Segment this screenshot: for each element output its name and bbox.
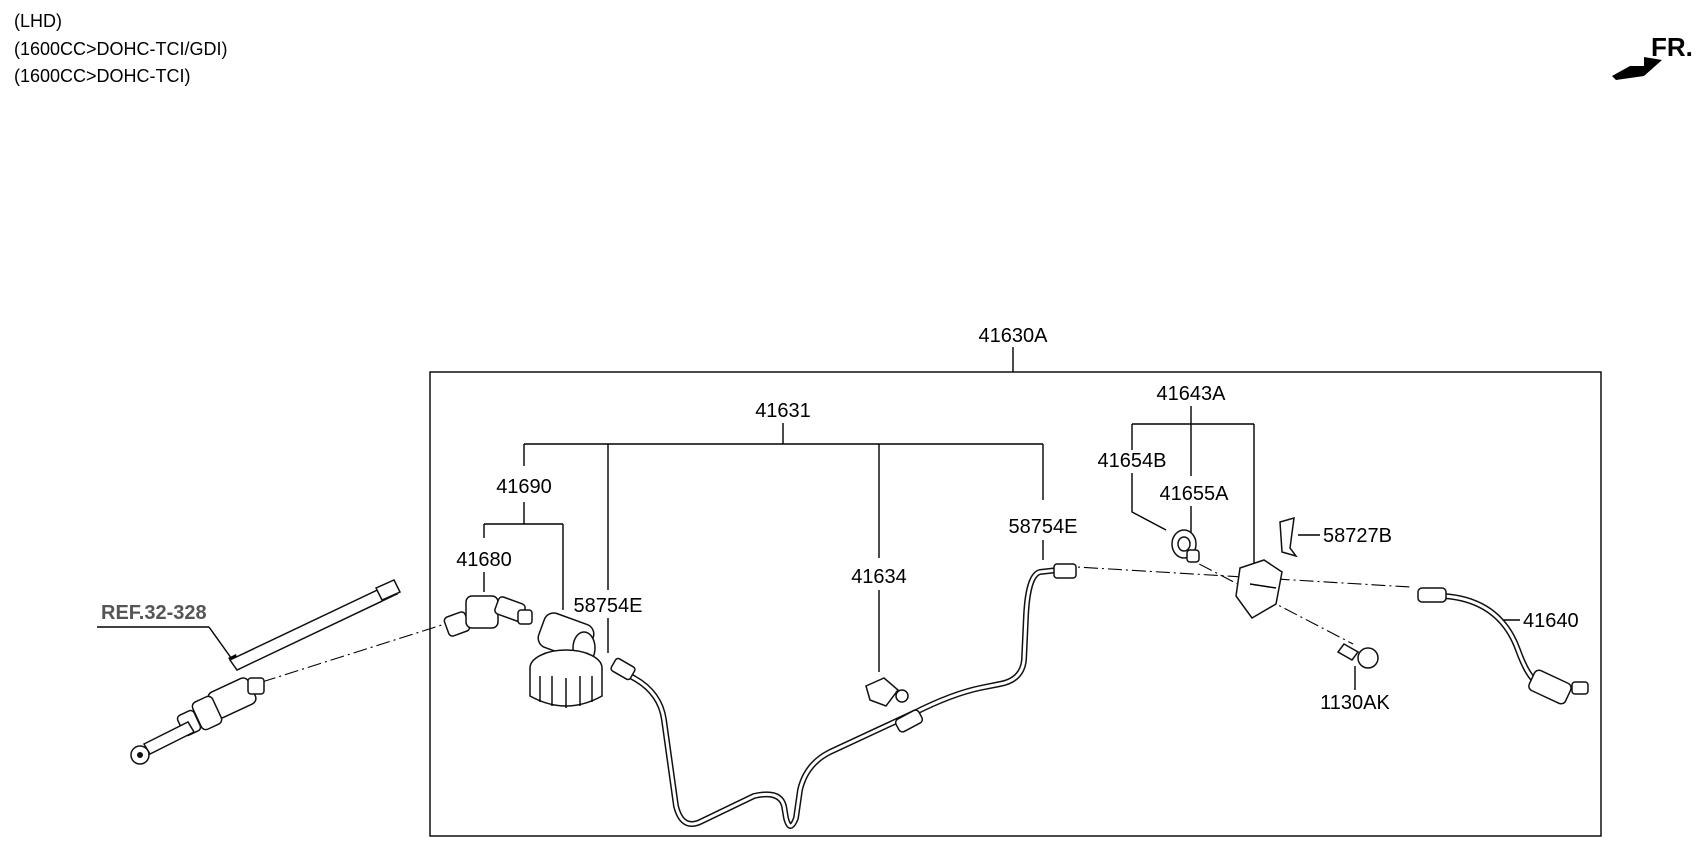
bushing-41655A-part (1186, 549, 1200, 563)
fr-arrow-icon (1612, 57, 1662, 80)
master-cylinder-part (130, 579, 402, 765)
label-41680: 41680 (456, 549, 512, 571)
header-engine-tci: (1600CC>DOHC-TCI) (14, 66, 191, 86)
clip-41634-part (865, 677, 909, 707)
bracket-41643A-part (1235, 559, 1283, 619)
label-41654B: 41654B (1098, 450, 1167, 472)
clutch-pipe-41631 (610, 563, 1077, 829)
label-41643A: 41643A (1157, 383, 1227, 405)
label-1130AK: 1130AK (1320, 692, 1390, 714)
reference-label: REF.32-328 (101, 602, 207, 624)
header-engine-tci-gdi: (1600CC>DOHC-TCI/GDI) (14, 39, 228, 59)
label-41630A: 41630A (979, 325, 1049, 347)
label-41690: 41690 (496, 476, 552, 498)
label-41640: 41640 (1523, 610, 1579, 632)
label-58727B: 58727B (1323, 525, 1392, 547)
label-41634: 41634 (851, 566, 907, 588)
assembly-box-41630a (429, 371, 1602, 837)
clip-58727B-part (1279, 516, 1298, 558)
label-41631: 41631 (755, 400, 811, 422)
label-58754E-left: 58754E (574, 595, 643, 617)
label-41655A: 41655A (1160, 483, 1230, 505)
bolt-1130AK-part (1336, 643, 1379, 669)
hose-41640-part (1417, 587, 1589, 705)
front-direction-label: FR. (1651, 32, 1693, 62)
label-58754E-right: 58754E (1009, 516, 1078, 538)
fitting-41680-part (443, 595, 533, 637)
header-lhd: (LHD) (14, 11, 62, 31)
reservoir-41690-part (529, 612, 603, 708)
